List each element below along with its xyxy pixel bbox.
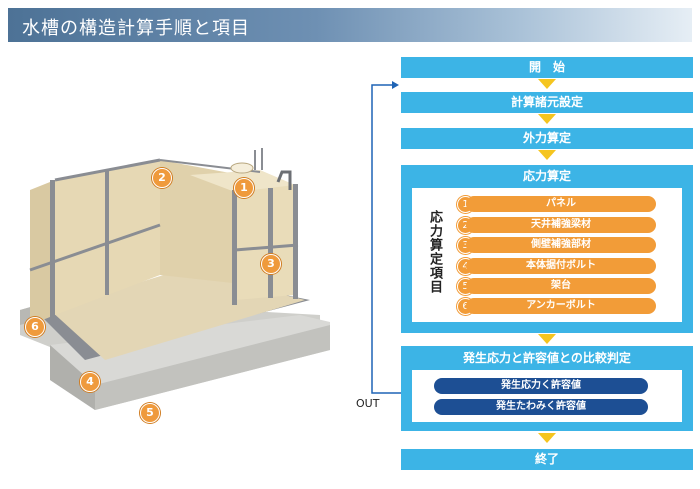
item-panel: パネル [466, 196, 656, 212]
step-external-force: 外力算定 [401, 128, 693, 149]
step-end: 終了 [401, 449, 693, 470]
item-anchor-bolt: アンカーボルト [466, 298, 656, 314]
item-side-wall: 側壁補強部材 [466, 237, 656, 253]
tank-badge-6: 6 [25, 317, 45, 337]
water-tank-illustration [20, 148, 330, 410]
stress-calculation-header: 応力算定 [522, 169, 571, 183]
arrow-down-icon [538, 114, 556, 124]
item-install-bolt: 本体据付ボルト [466, 258, 656, 274]
tank-badge-2: 2 [152, 168, 172, 188]
step-start: 開 始 [401, 57, 693, 78]
tank-badge-5: 5 [140, 403, 160, 423]
title-bar: 水槽の構造計算手順と項目 [8, 8, 692, 42]
tank-badge-4: 4 [80, 372, 100, 392]
step-specs: 計算諸元設定 [401, 92, 693, 113]
condition-deflection: 発生たわみく許容値 [434, 399, 648, 415]
arrow-down-icon [538, 433, 556, 443]
item-frame: 架台 [466, 278, 656, 294]
tank-badge-3: 3 [261, 254, 281, 274]
item-ceiling-beam: 天井補強梁材 [466, 217, 656, 233]
arrow-down-icon [538, 334, 556, 344]
stress-items-label: 応力算定項目 [427, 210, 442, 294]
tank-badge-1: 1 [234, 178, 254, 198]
condition-stress: 発生応力く許容値 [434, 378, 648, 394]
arrow-down-icon [538, 150, 556, 160]
out-label: OUT [356, 397, 380, 410]
arrow-down-icon [538, 79, 556, 89]
page-title: 水槽の構造計算手順と項目 [22, 18, 250, 39]
comparison-header: 発生応力と許容値との比較判定 [463, 351, 631, 365]
